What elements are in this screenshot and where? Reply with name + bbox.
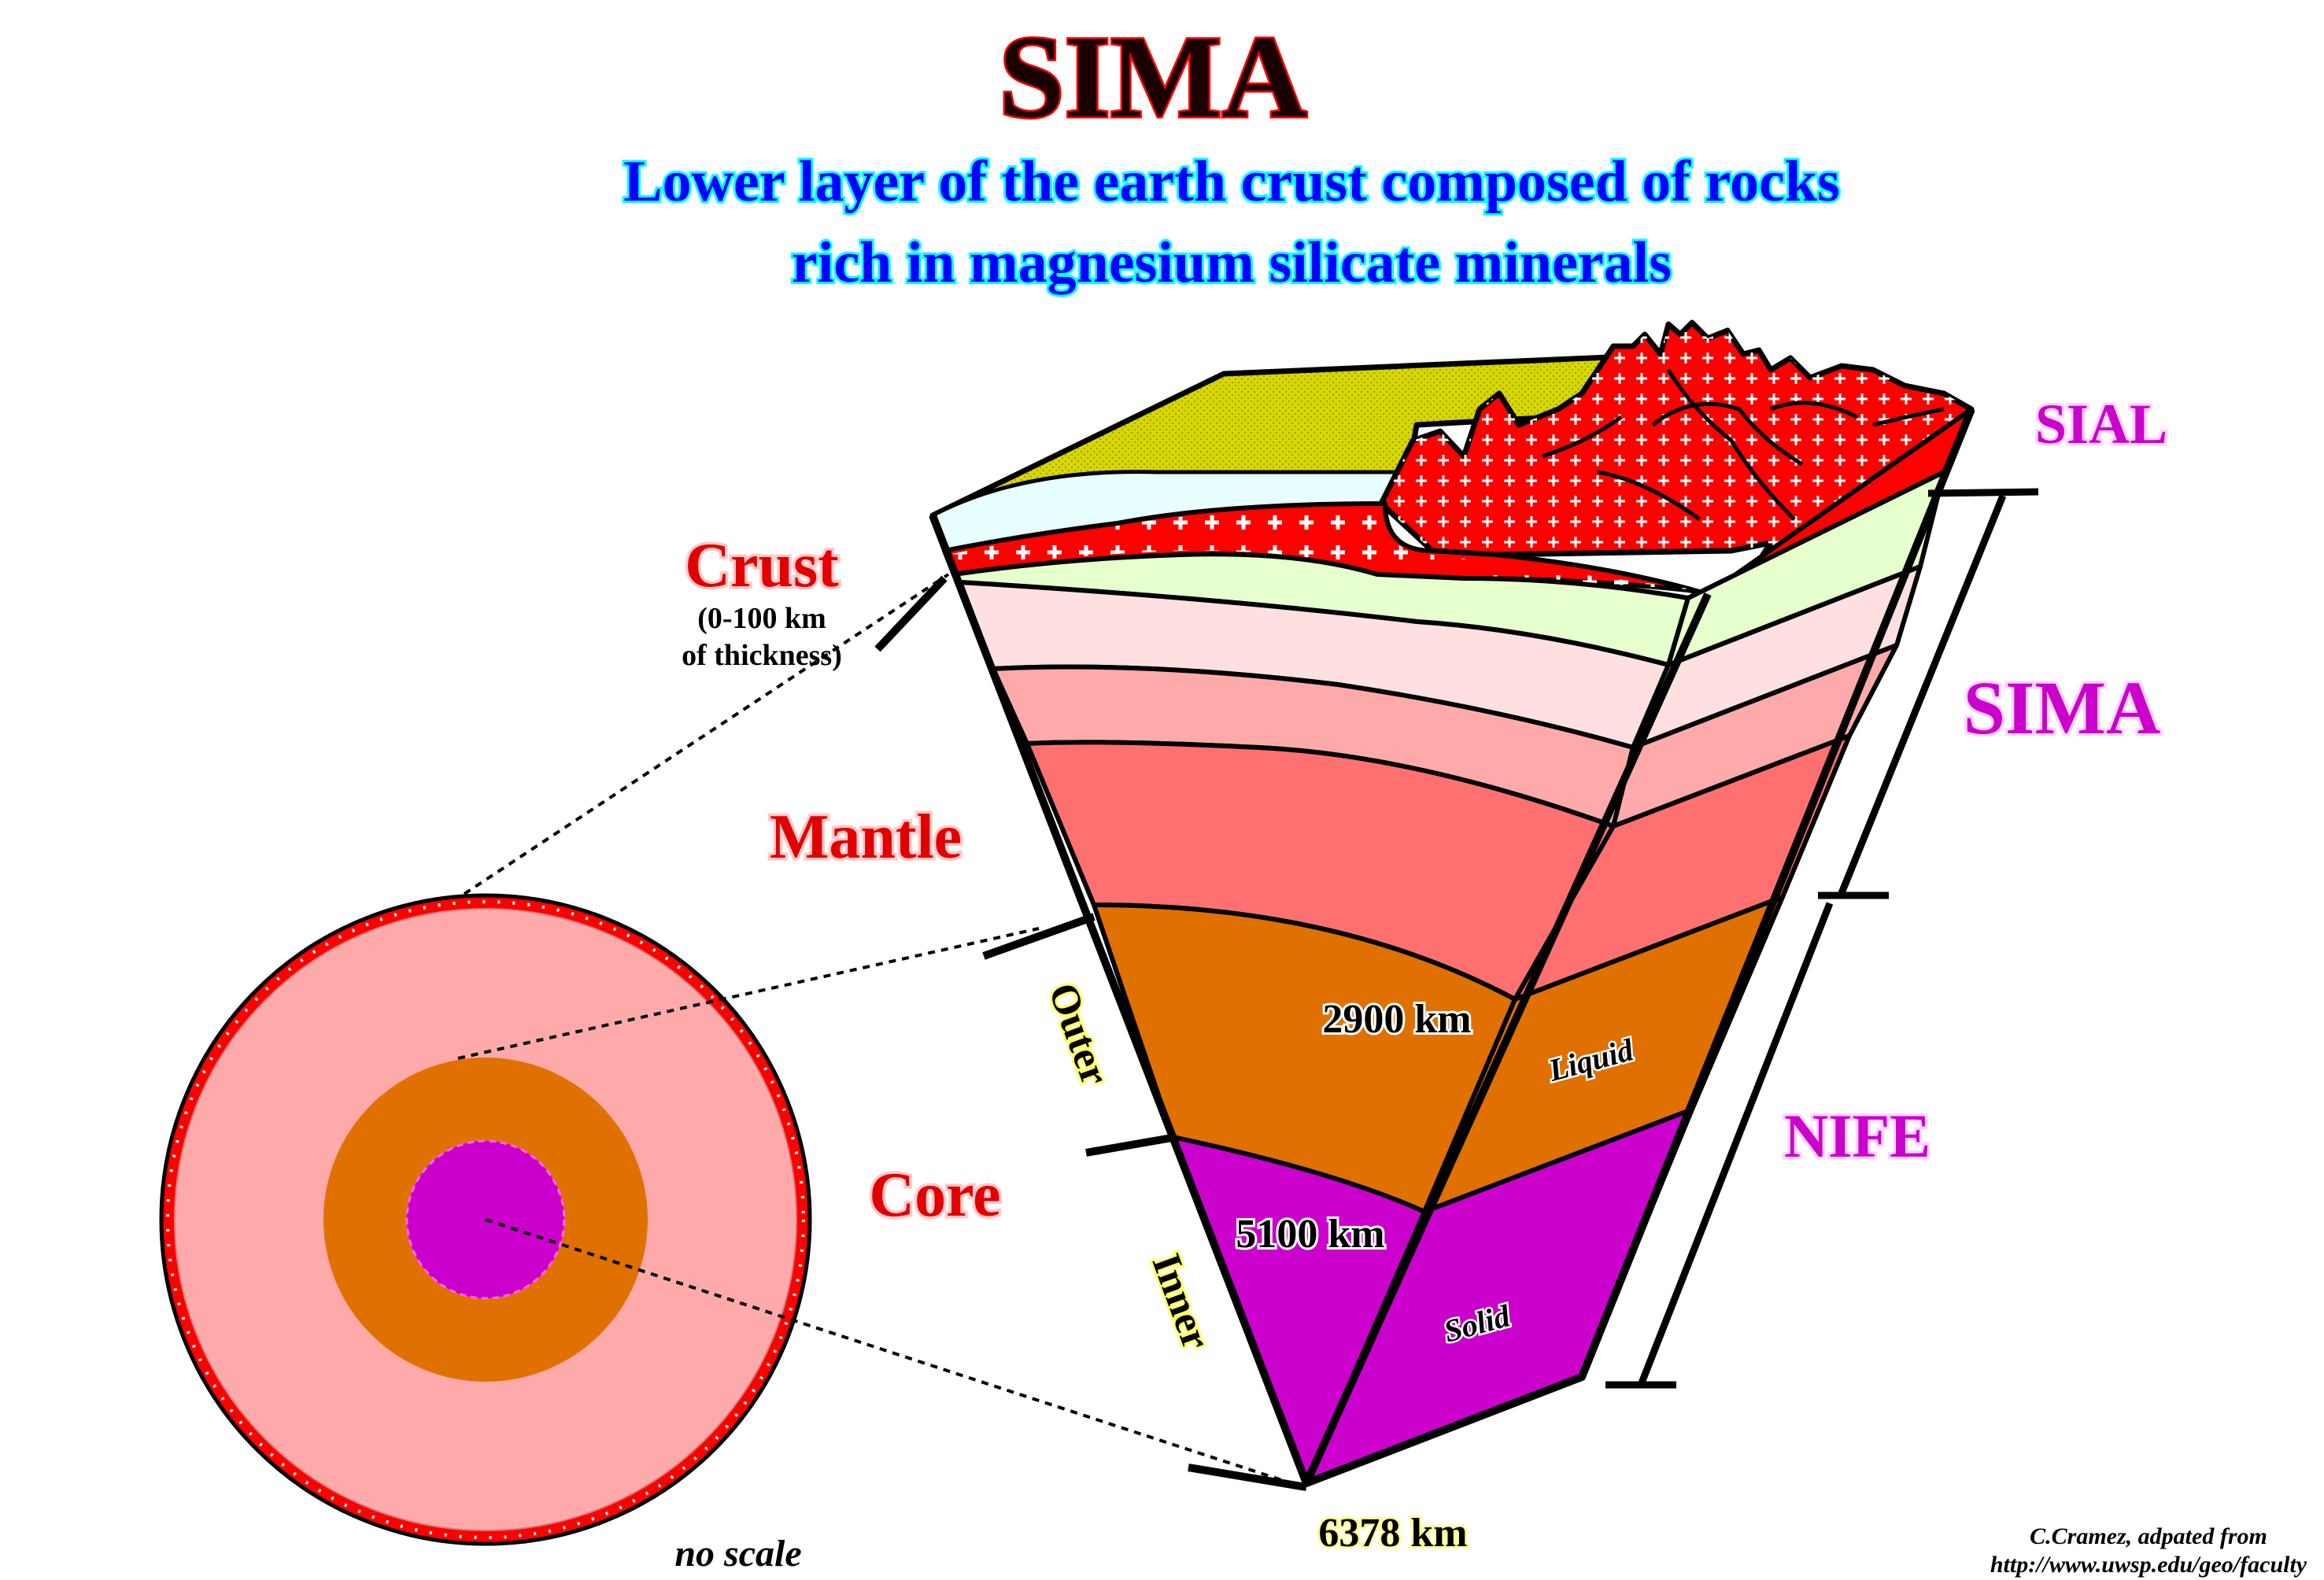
label-mantle: Mantle <box>770 803 962 872</box>
right-brackets <box>1605 488 2039 1389</box>
wedge-front-edge <box>1302 592 1712 1486</box>
label-depth-5100: 5100 km <box>1236 1212 1384 1257</box>
connector-outer-core <box>457 927 1040 1060</box>
tick-center <box>1188 1464 1307 1491</box>
tick-inner-core <box>1085 1133 1177 1157</box>
bracket-nife-bar <box>1637 902 1834 1386</box>
credit-line-2: http://www.uwsp.edu/geo/faculty <box>1990 1552 2307 1578</box>
connector-lines <box>457 573 1299 1487</box>
ridge-lines <box>1542 368 1945 522</box>
subtitle-line-1: Lower layer of the earth crust composed … <box>623 150 1840 214</box>
credit-line-1: C.Cramez, adpated from <box>2030 1523 2267 1549</box>
label-crust: Crust <box>685 531 839 600</box>
depth-ticks <box>874 575 1307 1491</box>
bracket-sima-top <box>1927 488 2039 497</box>
label-sial: SIAL <box>2035 393 2167 456</box>
subtitle-line-2: rich in magnesium silicate minerals <box>792 231 1672 295</box>
tick-outer-core <box>982 913 1095 960</box>
globe-crust-ring-dots <box>166 900 805 1539</box>
label-sima: SIMA <box>1964 666 2161 750</box>
title: SIMA <box>999 12 1307 142</box>
label-crust-note-2: of thickness) <box>682 639 842 672</box>
connector-crust <box>463 573 950 895</box>
label-outer: Outer <box>1040 977 1118 1091</box>
label-crust-note-1: (0-100 km <box>697 602 826 635</box>
wedge-outline <box>929 408 1975 1487</box>
label-inner: Inner <box>1143 1248 1218 1355</box>
label-no-scale: no scale <box>674 1533 801 1574</box>
earth-wedge-block <box>929 319 1975 1487</box>
label-nife: NIFE <box>1784 1102 1931 1170</box>
connector-inner-core <box>485 1218 1299 1487</box>
inner-core-front <box>1170 1135 1427 1486</box>
label-depth-6378: 6378 km <box>1318 1511 1467 1556</box>
label-core: Core <box>869 1161 1000 1230</box>
label-depth-2900: 2900 km <box>1322 997 1471 1042</box>
sial-plus-texture <box>1381 323 1971 551</box>
bracket-sima-bar <box>1838 494 2007 895</box>
crust-front-plus <box>948 508 1700 590</box>
tick-crust <box>874 575 948 652</box>
